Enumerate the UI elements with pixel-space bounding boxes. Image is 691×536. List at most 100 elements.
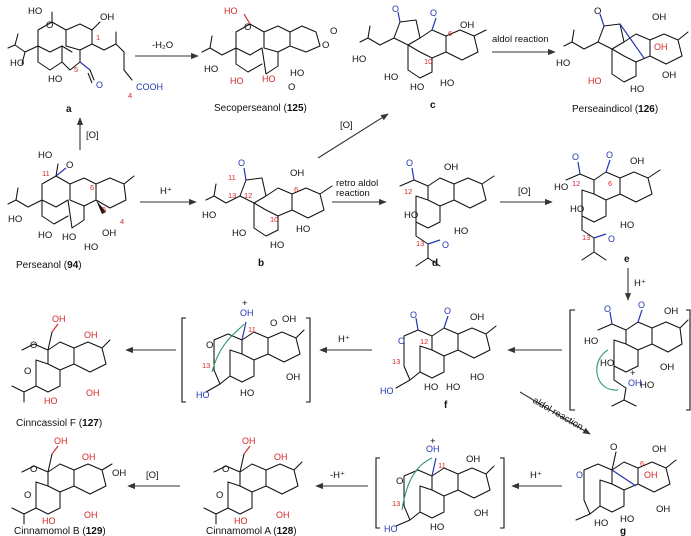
- arrow-94-to-a: [O]: [76, 117, 99, 150]
- fplus-oh-plus: OH: [240, 308, 254, 318]
- 127-name: Cinncassiol F: [16, 418, 76, 429]
- arrow-b-to-c: [O]: [317, 113, 389, 159]
- e-ho-3: HO: [620, 220, 634, 231]
- eplus-o-1: O: [604, 304, 611, 314]
- fplus-oh-2: OH: [286, 372, 300, 383]
- 129-number: 129: [86, 526, 103, 536]
- 94-ho-3: HO: [62, 232, 76, 243]
- 94-ho-1: HO: [8, 214, 22, 225]
- 129-oh-1: OH: [82, 452, 96, 462]
- f-ho-3: HO: [470, 372, 484, 383]
- 94-n6: 6: [90, 183, 94, 192]
- f-o-top: O: [410, 310, 417, 320]
- gplus-oh-1: OH: [466, 454, 480, 465]
- d-n12: 12: [404, 187, 412, 196]
- compound-perseaindicol: O OH OH HO HO OH HO Perseaindicol (126): [556, 6, 689, 115]
- 126-number: 126: [638, 104, 655, 115]
- 125-ho-top: HO: [224, 6, 238, 16]
- 128-name: Cinnamomol A: [206, 526, 271, 536]
- 94-ho-4: HO: [84, 242, 98, 253]
- arrow-94-to-b-label: H⁺: [160, 186, 172, 197]
- intermediate-e-plus: O O OH HO HO OH HO OH +: [569, 300, 691, 411]
- 128-ho-1: HO: [234, 516, 248, 526]
- 126-ho-1: HO: [556, 58, 570, 69]
- e-label: e: [624, 254, 630, 265]
- compound-cinnamomol-a: OH O O OH HO OH Cinnamomol A (128): [203, 436, 303, 536]
- 125-ho-3: HO: [262, 74, 276, 84]
- e-n12: 12: [572, 179, 580, 188]
- arrow-94-to-a-label: [O]: [86, 130, 99, 141]
- 127-o-2: O: [24, 366, 31, 377]
- c-oh-1: OH: [460, 20, 474, 31]
- g-o-ring: O: [576, 470, 583, 480]
- 94-number: 94: [67, 260, 79, 271]
- 126-ho-2: HO: [588, 76, 602, 86]
- c-n10: 10: [424, 57, 432, 66]
- c-ho-3: HO: [410, 82, 424, 93]
- d-oh-1: OH: [444, 162, 458, 173]
- svg-text:Cinnamomol A (128): Cinnamomol A (128): [206, 526, 297, 536]
- svg-text:Perseanol (94): Perseanol (94): [16, 260, 82, 271]
- compound-f: O O 12 13 OH HO HO HO O HO f: [380, 306, 497, 411]
- gplus-ho-1: HO: [384, 524, 398, 534]
- b-ho-4: HO: [270, 240, 284, 251]
- a-oh-top: OH: [100, 12, 114, 23]
- 125-o-ketone: O: [330, 26, 337, 37]
- arrow-gplus-to-128: -H⁺: [315, 470, 368, 490]
- gplus-oh-plus: OH: [426, 444, 440, 454]
- 126-ho-3: HO: [630, 84, 644, 95]
- b-o-top: O: [238, 158, 245, 168]
- eplus-oh-2: OH: [660, 362, 674, 373]
- eplus-ho-3: HO: [640, 380, 654, 391]
- arrow-c-to-126: aldol reaction: [492, 34, 556, 56]
- d-o-top: O: [406, 158, 413, 168]
- gplus-n11: 11: [438, 461, 446, 470]
- compound-d: O 12 13 OH HO HO O d: [399, 158, 495, 269]
- 129-name: Cinnamomol B: [14, 526, 80, 536]
- fplus-o-ring: O: [206, 340, 213, 351]
- arrow-b-to-d: retro aldol reaction: [332, 178, 387, 206]
- 128-number: 128: [277, 526, 294, 536]
- f-ho-2: HO: [424, 382, 438, 393]
- g-oh-2: OH: [644, 470, 658, 480]
- compound-perseanol: HO O 11 6 5 4 HO HO HO OH HO Perseanol (…: [7, 150, 135, 271]
- 94-name: Perseanol: [16, 260, 61, 271]
- e-o-ketone: O: [608, 234, 615, 244]
- fplus-n11: 11: [248, 325, 256, 334]
- eplus-ho-2: HO: [600, 358, 614, 369]
- arrow-g-to-gplus-label: H⁺: [530, 470, 542, 481]
- 129-o-1: O: [30, 464, 37, 475]
- c-ho-4: HO: [440, 78, 454, 89]
- f-oh-1: OH: [470, 312, 484, 323]
- 94-n4: 4: [120, 217, 124, 226]
- fplus-ho-1: HO: [196, 390, 210, 400]
- 129-oh-3: OH: [112, 468, 126, 479]
- b-n6: 6: [294, 185, 298, 194]
- gplus-n13: 13: [392, 499, 400, 508]
- arrow-e-to-eplus-label: H⁺: [634, 278, 646, 289]
- arrow-b-to-c-label: [O]: [340, 120, 353, 131]
- a-c1: 1: [96, 33, 100, 42]
- eplus-plus: +: [630, 368, 636, 379]
- compound-cinncassiol-f: OH O O OH HO OH Cinncassiol F (127): [11, 314, 111, 429]
- eplus-oh-1: OH: [664, 306, 678, 317]
- 94-oh-1: OH: [102, 228, 116, 239]
- 128-oh-2: OH: [276, 510, 290, 520]
- svg-text:Cinnamomol B (129): Cinnamomol B (129): [14, 526, 106, 536]
- c-n6: 6: [448, 29, 452, 38]
- 94-ho-2: HO: [38, 230, 52, 241]
- 127-oh-top: OH: [52, 314, 66, 324]
- svg-text:Perseaindicol (126): Perseaindicol (126): [572, 104, 658, 115]
- g-label: g: [620, 526, 626, 536]
- e-n6: 6: [608, 179, 612, 188]
- 127-o-1: O: [30, 340, 37, 351]
- e-oh-1: OH: [630, 156, 644, 167]
- 94-ho-top: HO: [38, 150, 52, 161]
- arrow-b-to-d-label-2: reaction: [336, 188, 370, 199]
- c-ho-2: HO: [384, 72, 398, 83]
- g-o-top: O: [610, 442, 617, 453]
- 94-n11: 11: [42, 169, 50, 178]
- arrow-128-to-129: [O]: [127, 470, 180, 490]
- a-ho-bottom: HO: [48, 74, 62, 85]
- 128-oh-1: OH: [274, 452, 288, 462]
